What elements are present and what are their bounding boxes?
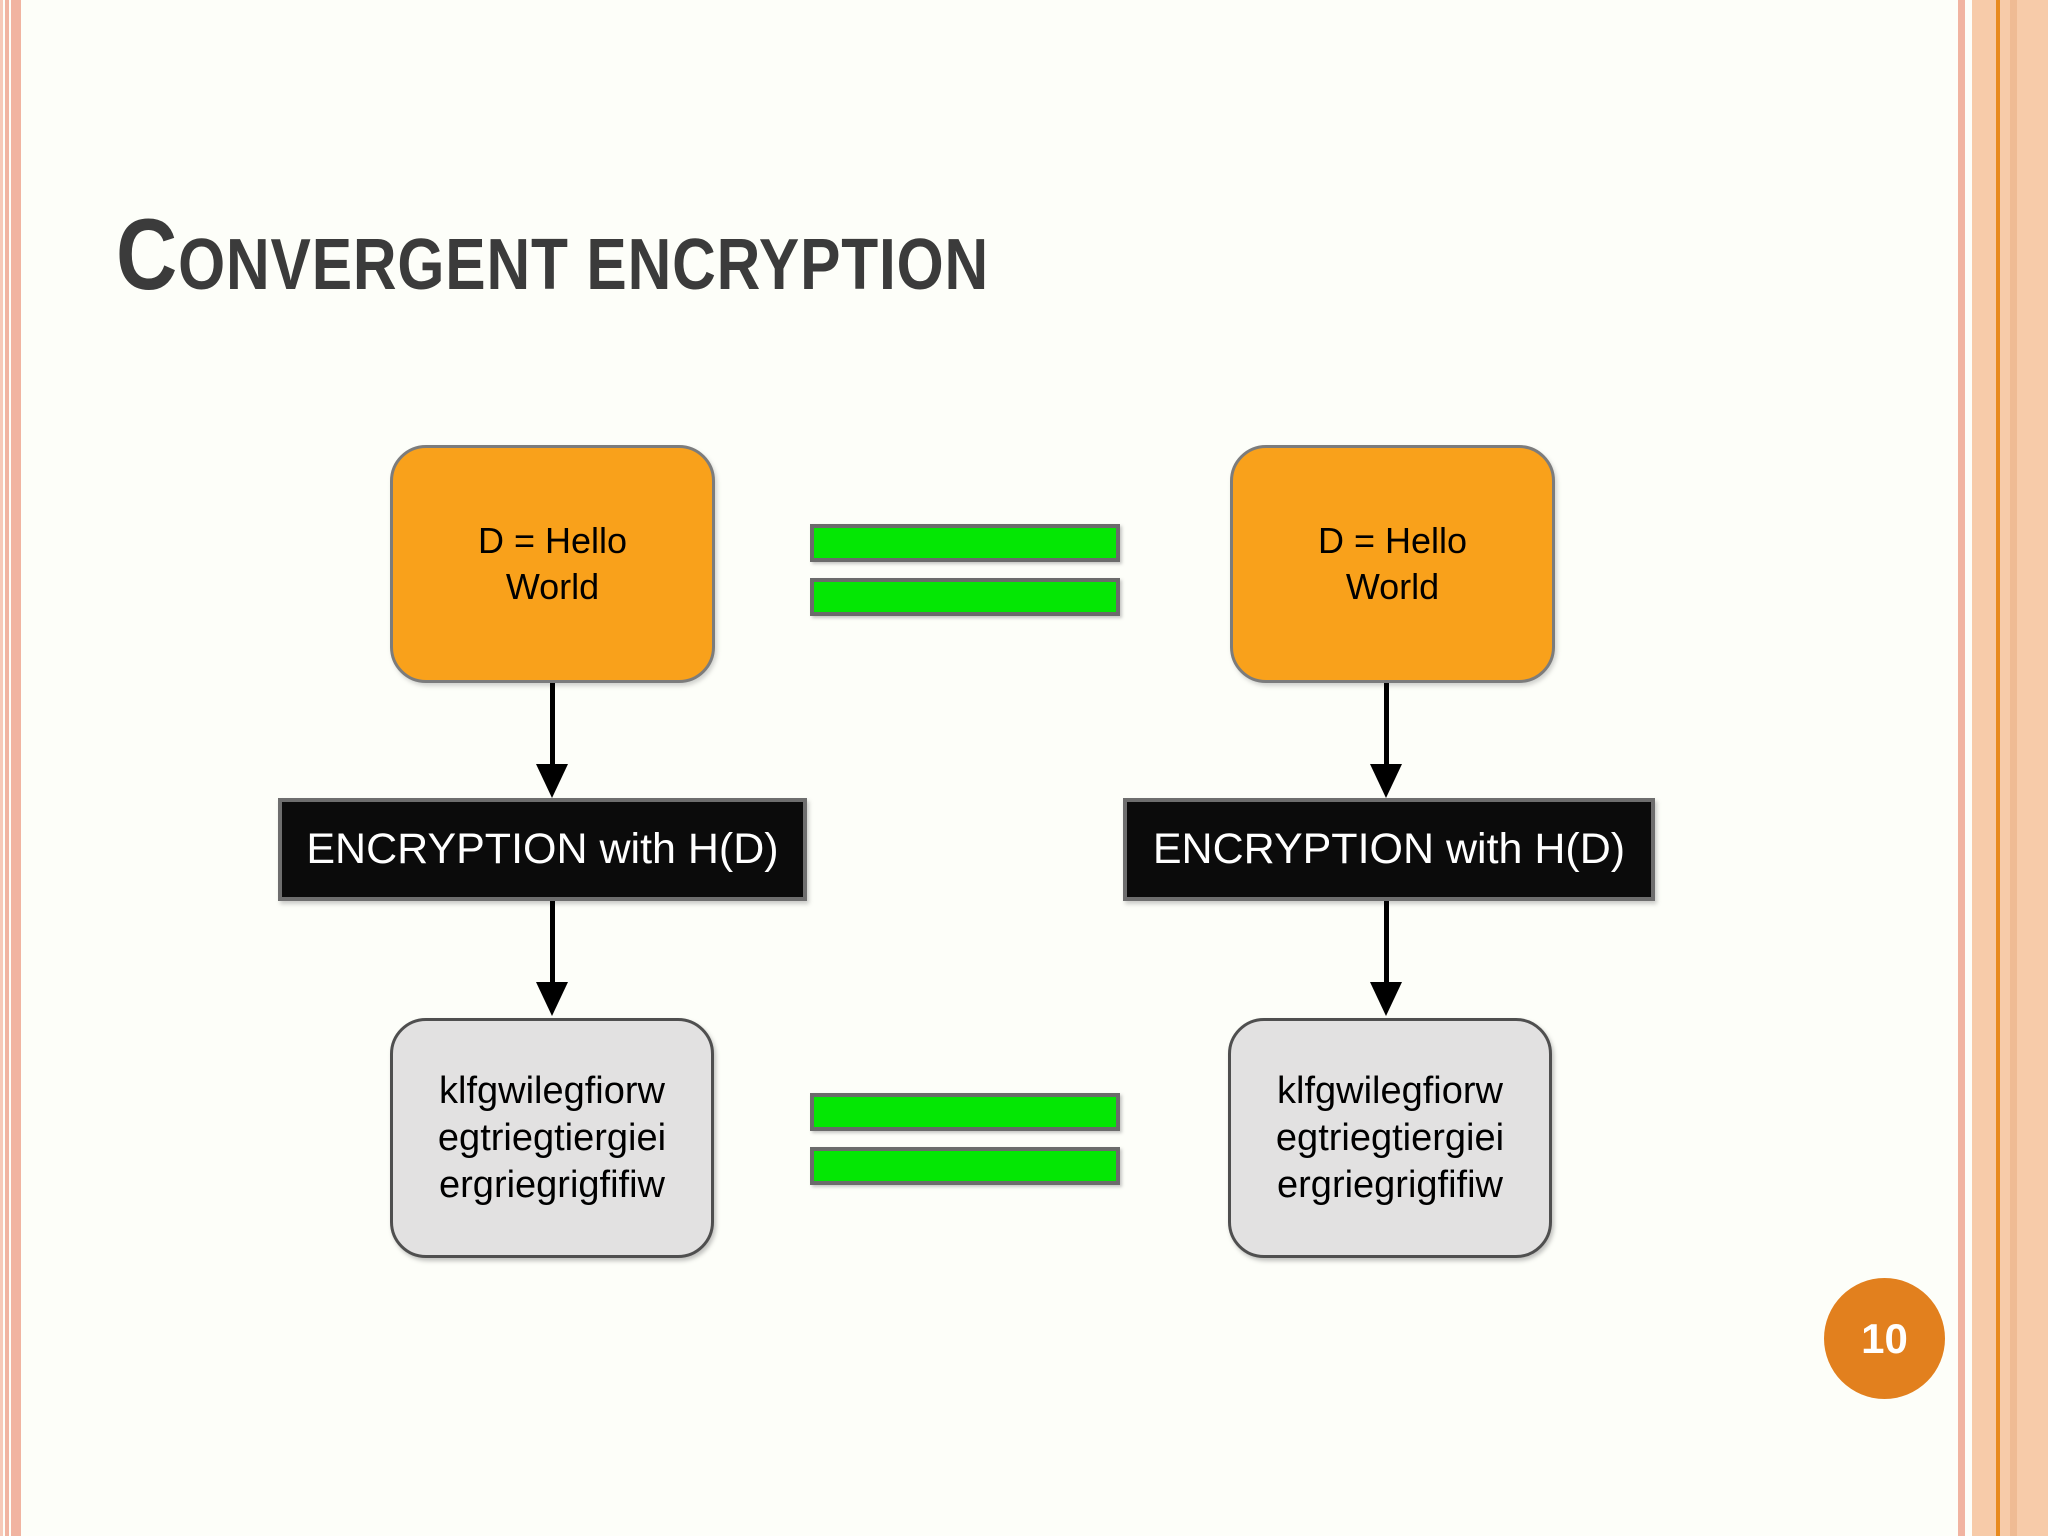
right-border-stripe <box>1958 0 1965 1536</box>
slide-title-rest: ONVERGENT ENCRYPTION <box>178 225 990 305</box>
right-border-shade-stripe <box>2010 0 2017 1536</box>
page-number: 10 <box>1861 1314 1908 1362</box>
equals-bar <box>810 578 1120 616</box>
left-border-stripe <box>11 0 21 1536</box>
arrow-down-icon <box>536 683 568 798</box>
arrow-head <box>536 982 568 1016</box>
ciphertext-line: ergriegrigfifiw <box>1277 1163 1503 1206</box>
plaintext-line: World <box>505 566 600 607</box>
plaintext-box-left: D = Hello World <box>390 445 715 683</box>
encryption-box-left: ENCRYPTION with H(D) <box>278 798 807 901</box>
arrow-shaft <box>549 901 555 982</box>
encryption-label: ENCRYPTION with H(D) <box>1152 825 1626 873</box>
plaintext-line: World <box>1345 566 1440 607</box>
equals-bar <box>810 524 1120 562</box>
arrow-shaft <box>1383 683 1389 764</box>
slide-title: CONVERGENT ENCRYPTION <box>116 205 989 306</box>
ciphertext-line: egtriegtiergiei <box>437 1116 667 1159</box>
equals-bar <box>810 1147 1120 1185</box>
arrow-head <box>1370 982 1402 1016</box>
arrow-head <box>536 764 568 798</box>
page-number-badge: 10 <box>1824 1278 1945 1399</box>
left-border-stripe <box>0 0 3 1536</box>
plaintext-box-right: D = Hello World <box>1230 445 1555 683</box>
ciphertext-line: klfgwilegfiorw <box>1277 1069 1503 1112</box>
equals-icon <box>810 524 1120 616</box>
ciphertext-line: ergriegrigfifiw <box>439 1163 665 1206</box>
arrow-down-icon <box>1370 901 1402 1016</box>
ciphertext-box-left: klfgwilegfiorw egtriegtiergiei ergriegri… <box>390 1018 714 1258</box>
arrow-shaft <box>1383 901 1389 982</box>
right-border-accent-line <box>1996 0 2000 1536</box>
arrow-shaft <box>549 683 555 764</box>
left-border-stripe <box>5 0 9 1536</box>
ciphertext-line: klfgwilegfiorw <box>439 1069 665 1112</box>
ciphertext-line: egtriegtiergiei <box>1275 1116 1505 1159</box>
equals-bar <box>810 1093 1120 1131</box>
arrow-down-icon <box>536 901 568 1016</box>
slide-title-initial: C <box>116 199 179 311</box>
encryption-box-right: ENCRYPTION with H(D) <box>1123 798 1655 901</box>
plaintext-line: D = Hello <box>1317 520 1468 561</box>
arrow-head <box>1370 764 1402 798</box>
equals-icon <box>810 1093 1120 1185</box>
encryption-label: ENCRYPTION with H(D) <box>306 825 779 873</box>
ciphertext-box-right: klfgwilegfiorw egtriegtiergiei ergriegri… <box>1228 1018 1552 1258</box>
plaintext-line: D = Hello <box>477 520 628 561</box>
arrow-down-icon <box>1370 683 1402 798</box>
